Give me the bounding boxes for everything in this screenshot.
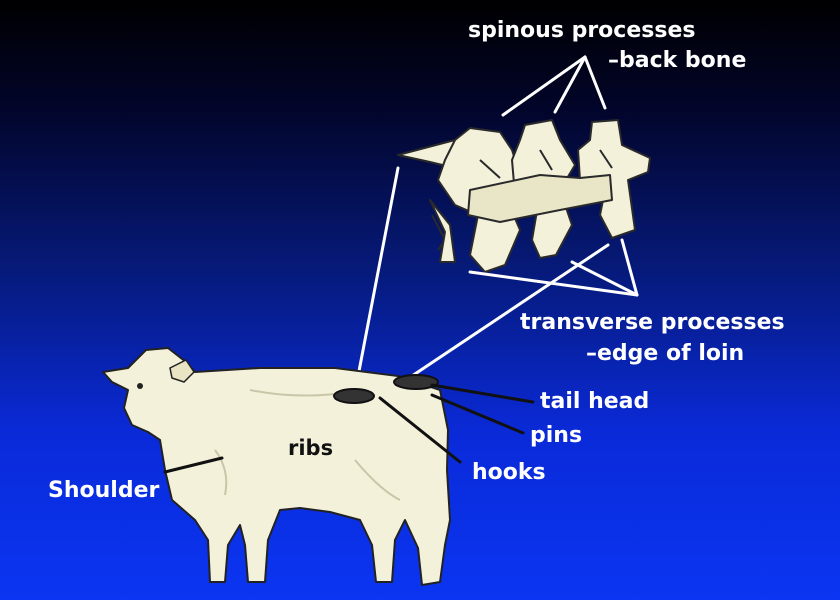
cow-ear	[169, 359, 195, 383]
label-ribs: ribs	[288, 436, 334, 460]
vertebrae-illustration	[397, 119, 651, 273]
pointer-lines-dark	[163, 383, 535, 474]
label-pins: pins	[530, 423, 583, 448]
label-transverse-processes: transverse processes	[520, 310, 785, 335]
label-shoulder: Shoulder	[48, 478, 160, 503]
pointer-lines-light	[353, 55, 639, 394]
label-edge-of-loin: –edge of loin	[586, 341, 745, 366]
cow-body	[102, 347, 451, 586]
label-tail-head: tail head	[540, 389, 650, 414]
label-back-bone: –back bone	[608, 48, 747, 73]
hooks-marker	[333, 388, 375, 404]
cow-eye	[137, 383, 143, 389]
cow-illustration	[102, 347, 451, 586]
label-hooks: hooks	[472, 460, 546, 485]
tail-head-marker	[393, 374, 439, 390]
label-spinous-processes: spinous processes	[468, 18, 696, 43]
